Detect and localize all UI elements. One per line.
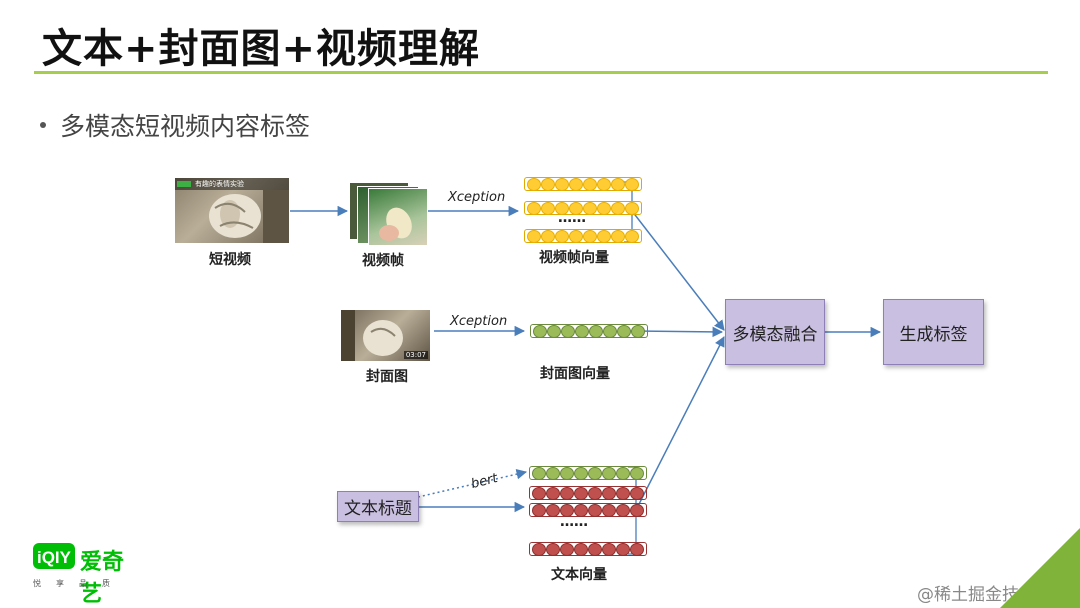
text-vector-label: 文本向量	[551, 567, 607, 583]
logo-tagline: 悦享品质	[33, 579, 125, 588]
arrow-frames-to-fusion	[631, 210, 725, 331]
short-video-label: 短视频	[209, 252, 251, 268]
video-frames-label: 视频帧	[362, 253, 404, 269]
bullet-text: 多模态短视频内容标签	[60, 112, 311, 141]
cover-label: 封面图	[366, 369, 408, 385]
text-title-box: 文本标题	[337, 491, 419, 522]
short-video-thumbnail: 有趣的表情实验	[175, 178, 289, 243]
iqiyi-logo-icon: iQIY	[33, 543, 75, 569]
text-vector-row-3	[529, 503, 647, 517]
title-divider	[34, 71, 1048, 74]
iqiyi-logo: iQIY 爱奇艺	[33, 540, 143, 607]
text-vector-row-4	[529, 542, 647, 556]
text-vector-row-1	[529, 466, 647, 480]
page-title: 文本+封面图+视频理解	[42, 26, 481, 72]
text-vector-ellipsis: ……	[560, 514, 588, 530]
cover-model-label: Xception	[450, 314, 508, 329]
frame-hand-illustration	[379, 207, 412, 241]
cover-illustration	[341, 310, 403, 361]
arrow-cover-to-fusion	[629, 326, 724, 338]
cover-timestamp: 03:07	[403, 351, 428, 359]
frame-card-front	[368, 188, 428, 246]
frame-vector-row-2	[524, 201, 642, 215]
text-vector-row-2	[529, 486, 647, 500]
video-frame-illustration	[175, 178, 289, 243]
bullet-dot-icon	[40, 122, 46, 128]
cover-vector-label: 封面图向量	[540, 366, 610, 382]
svg-text:iQIY: iQIY	[37, 548, 72, 567]
frame-vector-label: 视频帧向量	[539, 250, 609, 266]
cover-thumbnail: 03:07	[341, 310, 430, 361]
arrow-bert-dotted	[417, 469, 528, 498]
cover-vector-row	[530, 324, 648, 338]
video-overlay-text: 有趣的表情实验	[195, 180, 244, 188]
logo-brand-text: 爱奇艺	[80, 550, 125, 607]
output-box: 生成标签	[883, 299, 984, 365]
arrow-text-to-fusion	[635, 336, 725, 511]
bullet-item: 多模态短视频内容标签	[40, 107, 310, 143]
fusion-box: 多模态融合	[725, 299, 825, 365]
frame-vector-row-1	[524, 177, 642, 191]
frame-vector-row-3	[524, 229, 642, 243]
frames-model-label: Xception	[448, 190, 506, 205]
frame-vector-ellipsis: ……	[558, 210, 586, 226]
corner-decoration	[1000, 528, 1080, 608]
